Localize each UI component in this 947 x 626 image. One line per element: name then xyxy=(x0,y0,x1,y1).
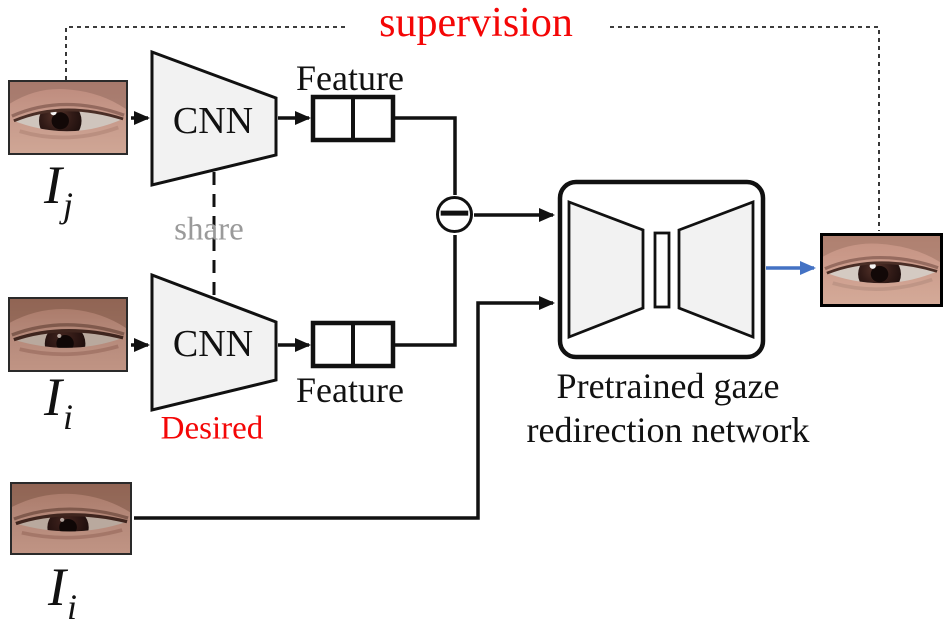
feature-box-top xyxy=(310,94,396,143)
supervision-dotted-right xyxy=(610,26,880,231)
cnn-top-label: CNN xyxy=(172,100,254,142)
share-label: share xyxy=(174,211,244,248)
eye-image-input-i-bottom xyxy=(10,482,132,555)
eye-image-input-i xyxy=(8,297,128,372)
network-name-label: Pretrained gaze redirection network xyxy=(527,364,810,452)
line-feature-bottom-to-minus xyxy=(395,235,457,347)
input-i-symbol: I xyxy=(44,367,62,427)
feature-top-label: Feature xyxy=(296,58,404,98)
network-name-line2: redirection network xyxy=(526,410,810,450)
network-encoder-trapezoid xyxy=(567,199,645,340)
eye-image-input-j xyxy=(8,80,128,155)
supervision-label: supervision xyxy=(379,0,573,46)
feature-box-bottom xyxy=(310,320,396,369)
network-bottleneck xyxy=(653,231,671,309)
input-i-subscript: i xyxy=(62,397,73,437)
eye-image-output xyxy=(820,233,943,307)
pretrained-network-box xyxy=(557,179,766,360)
input-i-bottom-subscript: i xyxy=(66,587,77,626)
cnn-bottom-label: CNN xyxy=(172,323,254,365)
input-i-bottom-symbol: I xyxy=(48,557,66,617)
desired-label: Desired xyxy=(160,410,264,447)
line-feature-top-to-minus xyxy=(395,116,457,195)
network-decoder-trapezoid xyxy=(677,199,755,340)
input-i-bottom-label: Ii xyxy=(48,560,77,626)
input-i-label: Ii xyxy=(44,370,73,437)
input-j-symbol: I xyxy=(44,155,62,215)
input-j-label: Ij xyxy=(44,158,73,225)
minus-icon: − xyxy=(436,186,473,238)
feature-bottom-label: Feature xyxy=(296,370,404,410)
input-j-subscript: j xyxy=(62,185,73,225)
network-name-line1: Pretrained gaze xyxy=(556,366,780,406)
